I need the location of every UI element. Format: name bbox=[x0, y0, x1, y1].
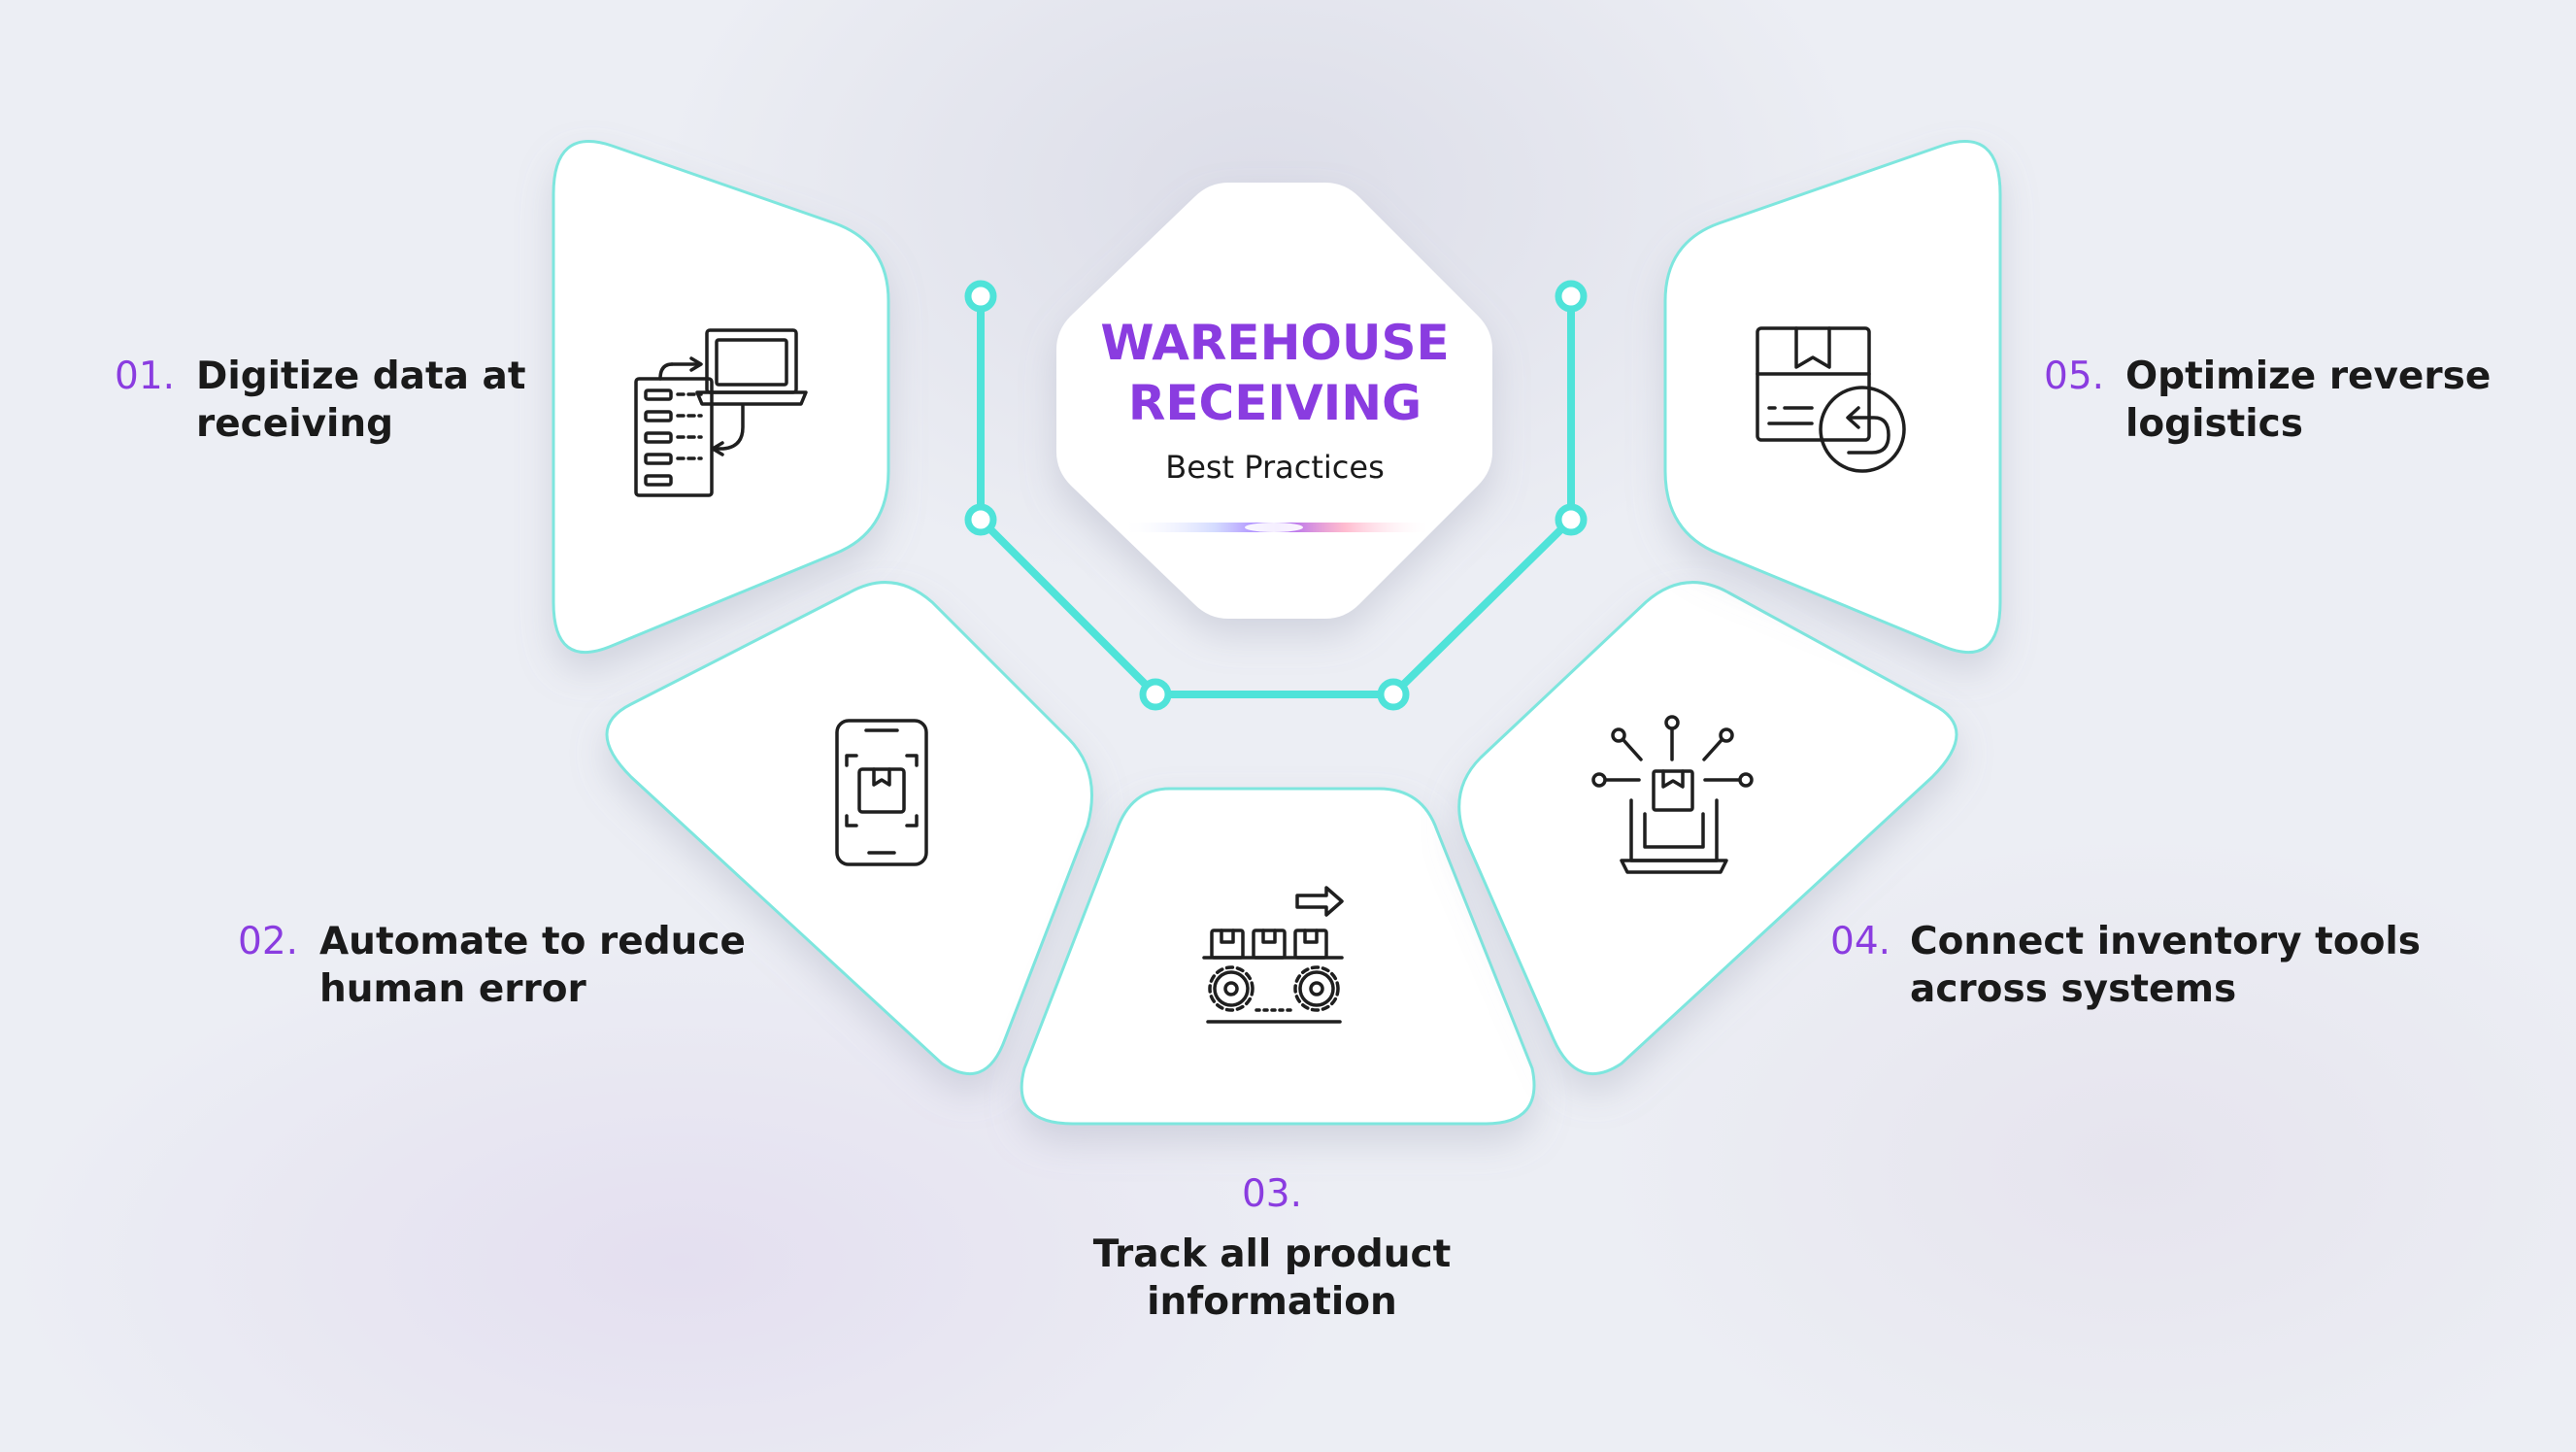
step-text-line1: Automate to reduce bbox=[319, 920, 746, 963]
connector-node bbox=[1555, 280, 1588, 313]
step-text-line1: Track all product bbox=[1092, 1233, 1452, 1276]
step-02-label: 02. Automate to reduce human error bbox=[238, 918, 746, 1025]
connector-node bbox=[964, 503, 997, 536]
connector-node bbox=[1139, 678, 1172, 711]
step-text-line2: information bbox=[1147, 1280, 1397, 1324]
smartphone-scan-icon bbox=[835, 719, 928, 866]
card-02 bbox=[605, 581, 1093, 1075]
card-04 bbox=[1457, 581, 1958, 1076]
step-text-line1: Connect inventory tools bbox=[1910, 920, 2421, 963]
connected-inventory-icon bbox=[1591, 715, 1754, 874]
conveyor-belt-icon bbox=[1202, 886, 1344, 1024]
step-number: 05. bbox=[2044, 355, 2105, 398]
digital-data-transfer-icon bbox=[634, 328, 808, 497]
step-text-line2: logistics bbox=[2125, 402, 2304, 446]
center-title-line1: WAREHOUSE bbox=[1100, 315, 1449, 371]
step-03-label: 03. Track all product information bbox=[1029, 1170, 1515, 1335]
center-octagon bbox=[1056, 183, 1492, 619]
step-number: 04. bbox=[1830, 920, 1891, 963]
glow-spark bbox=[1245, 523, 1303, 532]
step-text-line2: receiving bbox=[196, 402, 394, 446]
connector-nodes bbox=[964, 280, 1588, 711]
step-04-label: 04. Connect inventory tools across syste… bbox=[1830, 918, 2452, 1025]
connector-lines bbox=[977, 292, 1575, 698]
step-text-line2: human error bbox=[319, 967, 586, 1011]
center-subtitle: Best Practices bbox=[1165, 449, 1385, 486]
connector-node bbox=[1377, 678, 1410, 711]
connector-node bbox=[964, 280, 997, 313]
step-01-label: 01. Digitize data at receiving bbox=[115, 353, 561, 459]
card-01 bbox=[552, 140, 890, 655]
step-text-line1: Optimize reverse bbox=[2125, 355, 2492, 398]
connector-node bbox=[1555, 503, 1588, 536]
center-title-line2: RECEIVING bbox=[1128, 375, 1422, 431]
step-05-label: 05. Optimize reverse logistics bbox=[2044, 353, 2549, 459]
step-number: 01. bbox=[115, 355, 176, 398]
package-return-icon bbox=[1756, 326, 1906, 473]
card-05 bbox=[1663, 140, 2002, 655]
step-number: 03. bbox=[1241, 1172, 1303, 1216]
step-text-line2: across systems bbox=[1910, 967, 2237, 1011]
step-text-line1: Digitize data at bbox=[196, 355, 526, 398]
step-number: 02. bbox=[238, 920, 299, 963]
